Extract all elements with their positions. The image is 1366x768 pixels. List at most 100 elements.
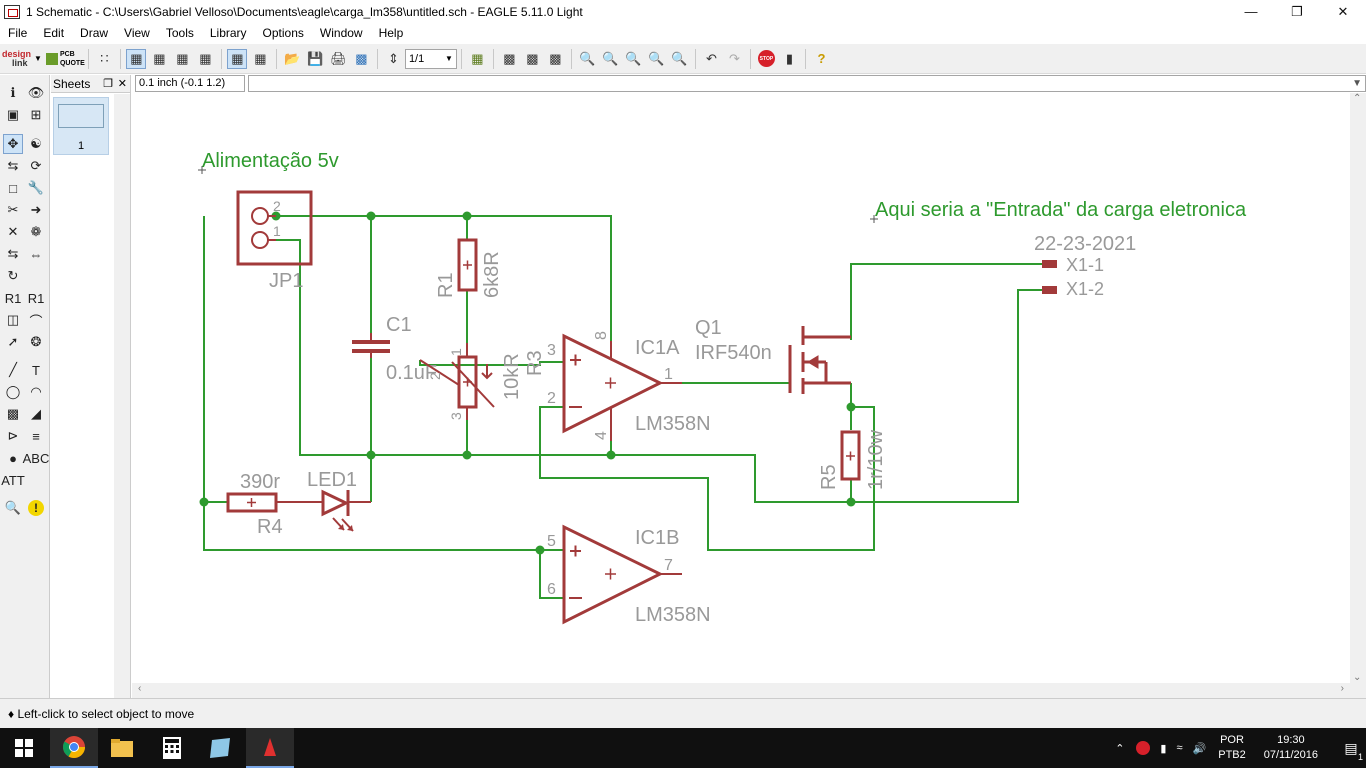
undo-icon[interactable]: ↶ bbox=[705, 50, 717, 66]
erc-tool-icon[interactable]: 🔍 bbox=[4, 500, 22, 515]
errors-icon[interactable]: ! bbox=[26, 498, 46, 518]
name-icon[interactable]: R1 bbox=[4, 290, 22, 306]
canvas-horizontal-scrollbar[interactable]: ‹ › bbox=[132, 683, 1366, 698]
zoom-out-icon[interactable]: 🔍 bbox=[625, 50, 642, 66]
r4-resistor[interactable]: 390r R4 bbox=[226, 471, 323, 538]
command-line[interactable]: ▼ bbox=[248, 75, 1366, 92]
menu-tools[interactable]: Tools bbox=[165, 26, 194, 40]
sheet-select[interactable]: 1/1 ▼ bbox=[404, 48, 457, 69]
paste-icon[interactable]: ✂ bbox=[7, 202, 19, 217]
net-feedback[interactable] bbox=[539, 406, 875, 551]
miter-icon[interactable]: ⌒ bbox=[29, 313, 43, 329]
attribute-icon[interactable]: ATT bbox=[1, 472, 25, 488]
menu-view[interactable]: View bbox=[124, 26, 150, 40]
taskbar-chrome[interactable] bbox=[50, 728, 98, 768]
layout-2-icon[interactable]: ▦ bbox=[153, 50, 166, 66]
rotate-icon[interactable]: ⟳ bbox=[30, 158, 42, 173]
delete-icon[interactable]: ➜ bbox=[30, 202, 42, 217]
mark-icon[interactable]: ⊞ bbox=[30, 107, 42, 122]
label-icon[interactable]: ABC bbox=[22, 450, 50, 466]
maximize-button[interactable]: ❐ bbox=[1291, 3, 1303, 19]
sheets-scrollbar[interactable] bbox=[114, 94, 130, 698]
menu-edit[interactable]: Edit bbox=[43, 26, 65, 40]
led1-diode[interactable]: LED1 bbox=[307, 469, 371, 532]
help-icon[interactable]: ? bbox=[817, 51, 826, 66]
language-indicator[interactable]: POR PTB2 bbox=[1218, 733, 1246, 763]
net-drain[interactable] bbox=[850, 263, 1042, 340]
usb-icon[interactable]: ▮ bbox=[1160, 742, 1167, 755]
drc-icon[interactable]: ▩ bbox=[526, 50, 539, 66]
power-annotation[interactable]: Alimentação 5v bbox=[198, 150, 339, 174]
start-button[interactable] bbox=[0, 728, 48, 768]
junction-icon[interactable]: ● bbox=[9, 450, 17, 466]
save-icon[interactable]: 💾 bbox=[307, 50, 324, 66]
chevron-up-icon[interactable]: ⌃ bbox=[1115, 742, 1125, 755]
menu-library[interactable]: Library bbox=[209, 26, 247, 40]
net-icon[interactable]: ≡ bbox=[32, 428, 40, 444]
scroll-left-icon[interactable]: ‹ bbox=[138, 683, 142, 694]
show-icon[interactable]: 👁 bbox=[27, 85, 45, 100]
sheet-switch-icon[interactable]: ⇕ bbox=[387, 50, 399, 66]
sheet-thumbnail[interactable]: 1 bbox=[53, 97, 109, 155]
wire-icon[interactable]: ╱ bbox=[9, 362, 17, 377]
gateswap-icon[interactable]: ↻ bbox=[7, 268, 19, 283]
input-annotation[interactable]: Aqui seria a "Entrada" da carga eletroni… bbox=[870, 199, 1247, 223]
board-icon[interactable]: ▦ bbox=[471, 50, 484, 66]
schematic-canvas[interactable]: Alimentação 5v Aqui seria a "Entrada" da… bbox=[132, 93, 1366, 698]
rect-icon[interactable]: ▩ bbox=[6, 406, 20, 421]
open-icon[interactable]: 📂 bbox=[284, 50, 301, 66]
x1-connector[interactable]: X1-1 X1-2 bbox=[1042, 255, 1104, 299]
c1-capacitor[interactable]: C1 0.1uF bbox=[352, 314, 437, 384]
replace-icon[interactable]: ⇔ bbox=[29, 246, 43, 262]
wifi-icon[interactable]: ≈ bbox=[1176, 742, 1183, 754]
move-icon[interactable]: ✥ bbox=[3, 134, 23, 154]
menu-help[interactable]: Help bbox=[378, 26, 404, 40]
layout-4-icon[interactable]: ▦ bbox=[199, 50, 212, 66]
net-jp1-pin1[interactable] bbox=[276, 239, 1042, 503]
jp1-connector[interactable]: 2 1 JP1 bbox=[236, 190, 313, 292]
taskbar-eagle[interactable] bbox=[246, 728, 294, 768]
info-icon[interactable]: ℹ bbox=[10, 85, 16, 100]
erc-icon[interactable]: ▩ bbox=[503, 50, 516, 66]
ic1a-opamp[interactable]: 3 2 8 4 1 IC1A LM358N bbox=[547, 331, 711, 441]
net-wiper[interactable] bbox=[419, 360, 565, 366]
r3-potentiometer[interactable]: 1 2 3 10kR R3 bbox=[419, 343, 546, 420]
arc-icon[interactable]: ◠ bbox=[30, 384, 42, 399]
net-ic1b-6[interactable] bbox=[539, 550, 565, 599]
taskbar-app[interactable] bbox=[196, 728, 244, 768]
circle-icon[interactable]: ◯ bbox=[5, 384, 21, 399]
zoom-select-icon[interactable]: 🔍 bbox=[671, 50, 688, 66]
clock[interactable]: 19:30 07/11/2016 bbox=[1264, 733, 1318, 763]
q1-mosfet[interactable]: Q1 IRF540n bbox=[695, 317, 851, 394]
copy-icon[interactable]: ☯ bbox=[30, 136, 42, 151]
grid-icon[interactable]: ∷ bbox=[100, 50, 109, 66]
zoom-in-icon[interactable]: 🔍 bbox=[602, 50, 619, 66]
menu-draw[interactable]: Draw bbox=[80, 26, 109, 40]
close-panel-icon[interactable]: ✕ bbox=[117, 78, 127, 90]
layout-5-icon[interactable]: ▦ bbox=[227, 48, 248, 69]
cut-icon[interactable]: ✕ bbox=[7, 224, 19, 239]
taskbar-calculator[interactable] bbox=[148, 728, 196, 768]
cam-icon[interactable]: ▩ bbox=[355, 50, 368, 66]
pcb-quote-button[interactable]: PCB QUOTE bbox=[44, 48, 85, 70]
change-icon[interactable]: 🔧 bbox=[27, 180, 45, 195]
bus-icon[interactable]: ⊳ bbox=[7, 428, 19, 443]
scroll-up-icon[interactable]: ⌃ bbox=[1353, 93, 1362, 104]
go-icon[interactable]: ▮ bbox=[785, 50, 794, 66]
r5-resistor[interactable]: R5 1r/10w bbox=[818, 429, 887, 490]
smash-icon[interactable]: ◫ bbox=[6, 312, 20, 327]
zoom-fit-icon[interactable]: 🔍 bbox=[579, 50, 596, 66]
menu-options[interactable]: Options bbox=[262, 26, 304, 40]
zoom-redraw-icon[interactable]: 🔍 bbox=[648, 50, 665, 66]
chevron-down-icon[interactable]: ▼ bbox=[1352, 78, 1362, 89]
net-led-loop[interactable] bbox=[203, 216, 565, 551]
pinswap-icon[interactable]: ⇆ bbox=[7, 246, 19, 261]
canvas-vertical-scrollbar[interactable]: ⌃ ⌄ bbox=[1350, 93, 1366, 683]
r1-resistor[interactable]: R1 6k8R bbox=[435, 238, 503, 298]
layout-3-icon[interactable]: ▦ bbox=[176, 50, 189, 66]
close-button[interactable]: ✕ bbox=[1337, 3, 1349, 19]
mirror-icon[interactable]: ⇆ bbox=[7, 158, 19, 173]
split-icon[interactable]: ➚ bbox=[7, 334, 19, 349]
menu-file[interactable]: File bbox=[8, 26, 28, 40]
designlink-button[interactable]: design link ▼ bbox=[0, 48, 44, 70]
